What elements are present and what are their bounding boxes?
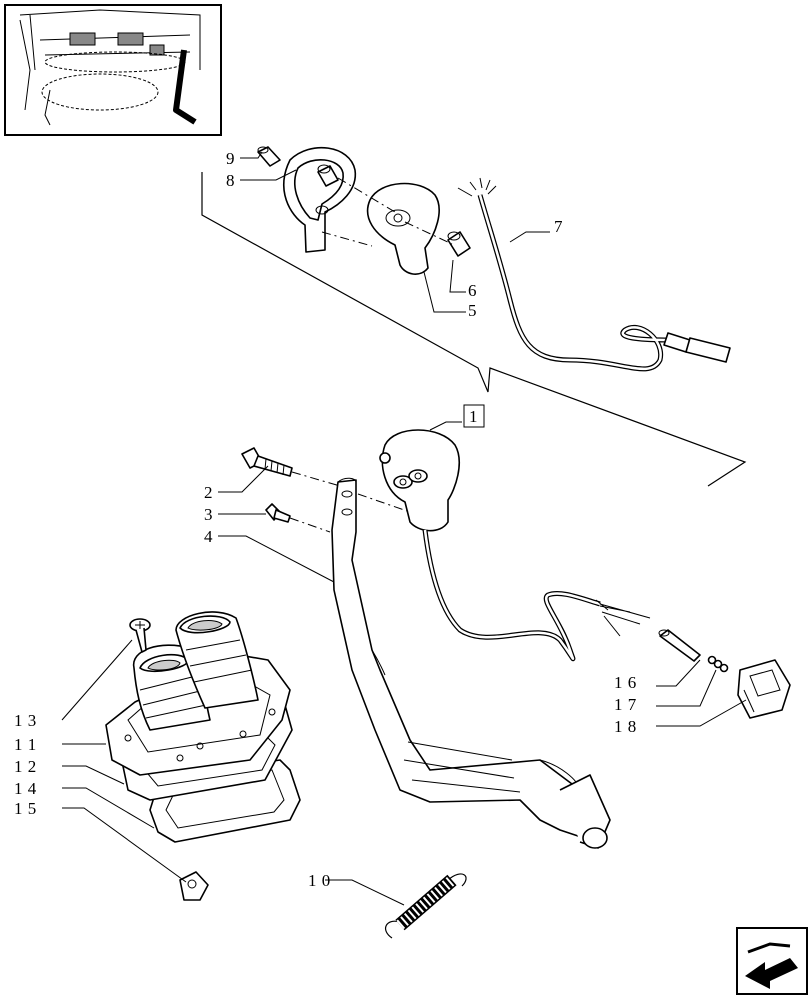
callout-11: 1 1 xyxy=(14,735,37,754)
callout-12: 1 2 xyxy=(14,757,37,776)
callout-1-box xyxy=(463,404,485,428)
knob-shell-part-5 xyxy=(366,182,440,275)
nut-part-15 xyxy=(179,871,209,901)
callout-13: 1 3 xyxy=(14,711,37,730)
locator-thumbnail-icon[interactable] xyxy=(4,4,222,136)
callout-7: 7 xyxy=(554,217,563,236)
callout-15: 1 5 xyxy=(14,799,37,818)
bolt-axis-line xyxy=(291,471,411,513)
screw-axis-line xyxy=(289,517,331,533)
assembly-axis-line-3 xyxy=(404,221,453,245)
detail-frame-line xyxy=(201,172,747,487)
spring-part-10 xyxy=(384,873,467,939)
assembly-axis-line-2 xyxy=(321,231,373,247)
callout-10: 1 0 xyxy=(308,871,331,890)
boot-part-11 xyxy=(105,611,291,776)
terminal-part-16 xyxy=(658,629,701,662)
callout-1: 1 xyxy=(469,407,478,426)
knob-cable xyxy=(422,529,651,662)
callout-18: 1 8 xyxy=(614,717,637,736)
callout-8: 8 xyxy=(226,171,235,190)
insert-plug-icon xyxy=(317,164,339,187)
callout-14: 1 4 xyxy=(14,779,37,798)
callout-3: 3 xyxy=(204,505,213,524)
callout-labels: 9 8 6 5 7 1 2 3 4 1 3 1 1 1 2 1 4 1 5 1 … xyxy=(14,149,637,890)
bolt-part-2 xyxy=(241,447,293,477)
knob-assembly-part-1 xyxy=(379,429,460,532)
guard-ring-part-8 xyxy=(283,146,356,253)
callout-16: 1 6 xyxy=(614,673,637,692)
cable-harness-part-7 xyxy=(457,177,731,372)
leader-lines xyxy=(61,151,747,906)
previous-page-arrow-icon[interactable] xyxy=(736,927,808,995)
plug-part-9 xyxy=(257,146,281,167)
callout-17: 1 7 xyxy=(614,695,637,714)
assembly-axis-line xyxy=(337,177,396,213)
callout-6: 6 xyxy=(468,281,477,300)
callout-2: 2 xyxy=(204,483,213,502)
seal-part-17 xyxy=(707,655,729,673)
pin-part-6 xyxy=(447,231,471,257)
screw-part-13 xyxy=(129,618,151,653)
callout-9: 9 xyxy=(226,149,235,168)
callout-5: 5 xyxy=(468,301,477,320)
screw-part-3 xyxy=(265,503,291,523)
lever-part-4 xyxy=(331,477,611,849)
callout-4: 4 xyxy=(204,527,213,546)
connector-part-18 xyxy=(737,659,791,719)
